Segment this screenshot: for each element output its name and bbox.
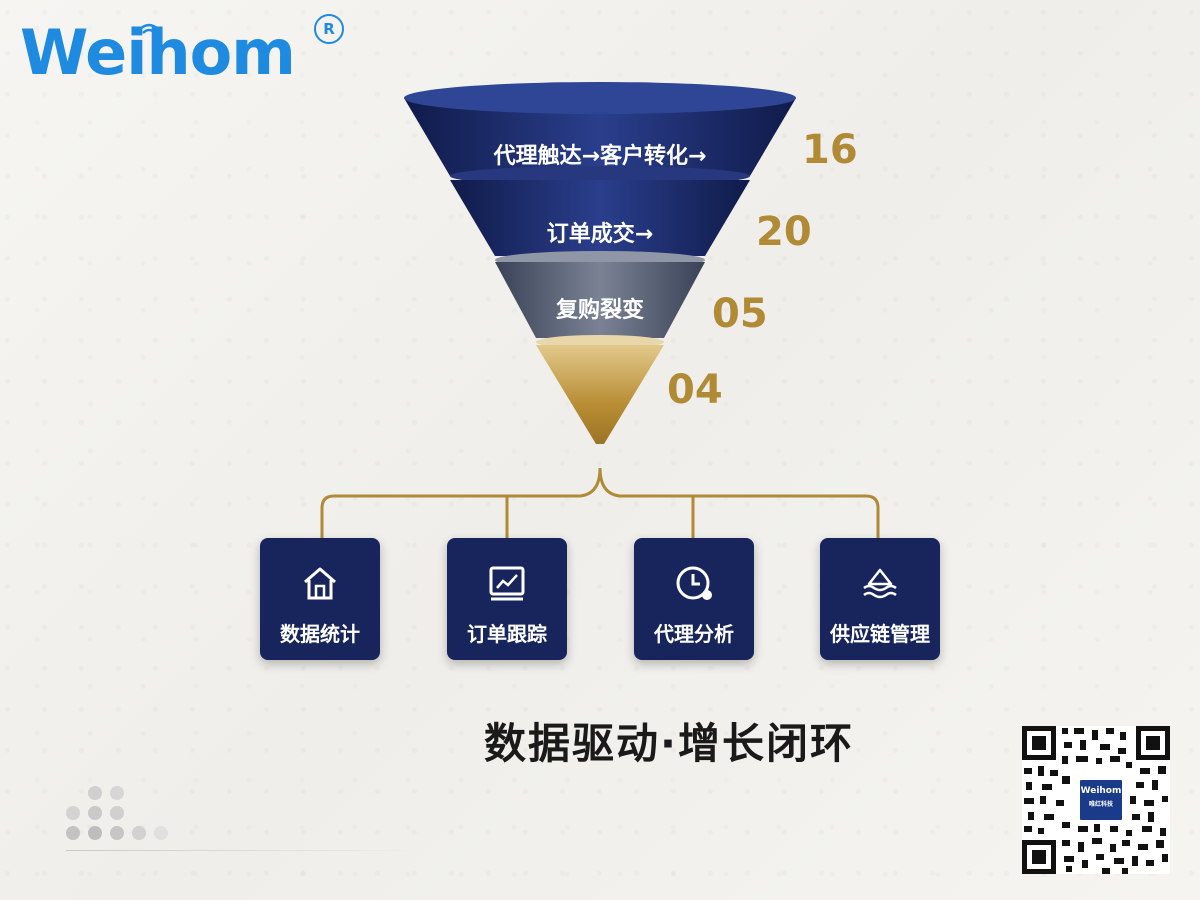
- qr-brand-badge: Weihom 唯红科技: [1078, 778, 1124, 822]
- funnel-layer-1-label: 代理触达→客户转化→: [493, 144, 707, 169]
- registered-mark: R: [314, 14, 344, 44]
- ship-icon: [863, 568, 897, 599]
- funnel-layer-3-label: 复购裂变: [555, 298, 644, 323]
- funnel-value-2: 20: [756, 209, 812, 255]
- module-label: 供应链管理: [830, 622, 930, 646]
- clock-icon: [676, 566, 712, 600]
- module-card-agent-analysis[interactable]: 代理分析: [634, 538, 754, 660]
- funnel-top-rim: [404, 82, 796, 114]
- funnel-layer-3: [495, 262, 705, 338]
- module-card-order-tracking[interactable]: 订单跟踪: [447, 538, 567, 660]
- qr-badge-sub: 唯红科技: [1088, 801, 1113, 808]
- funnel-layer-4: [536, 345, 664, 444]
- funnel-value-3: 05: [712, 291, 768, 337]
- slogan: 数据驱动·增长闭环: [484, 719, 854, 768]
- funnel-layer-2: [450, 180, 750, 256]
- home-icon: [304, 567, 336, 600]
- wifi-icon: [138, 23, 160, 34]
- module-label: 订单跟踪: [467, 622, 547, 646]
- qr-code[interactable]: Weihom 唯红科技: [1022, 726, 1170, 874]
- chart-icon: [489, 566, 525, 601]
- funnel-value-1: 16: [802, 127, 858, 173]
- module-label: 代理分析: [654, 622, 734, 646]
- module-label: 数据统计: [280, 622, 360, 646]
- connector-lines: [320, 467, 880, 538]
- module-card-supply-chain[interactable]: 供应链管理: [820, 538, 940, 660]
- divider-line: [66, 850, 426, 851]
- funnel-layer-2-label: 订单成交→: [546, 222, 654, 247]
- qr-badge-brand: Weihom: [1080, 786, 1122, 796]
- funnel-value-4: 04: [667, 367, 723, 413]
- module-card-data-stats[interactable]: 数据统计: [260, 538, 380, 660]
- funnel-layer-1: [404, 98, 796, 176]
- qr-pattern: [1022, 726, 1170, 874]
